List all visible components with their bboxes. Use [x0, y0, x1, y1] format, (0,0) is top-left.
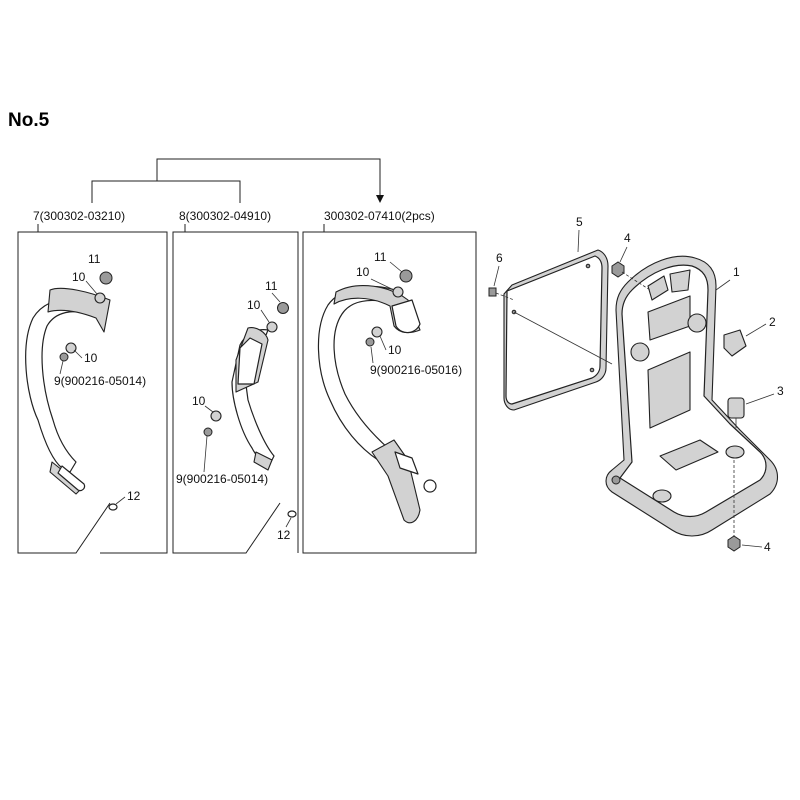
- box7-bolt-icon: [59, 352, 69, 362]
- callout-6: 6: [496, 251, 503, 265]
- box8-hardware: [203, 302, 297, 518]
- page-title: No.5: [8, 110, 50, 131]
- callout-10: 10: [356, 265, 370, 279]
- box-pair-callouts: 11 10 10 9(900216-05016): [356, 250, 462, 377]
- callout-10: 10: [84, 351, 98, 365]
- box-pair-cap-nut-icon: [399, 269, 413, 283]
- callout-10: 10: [247, 298, 261, 312]
- callout-12: 12: [127, 489, 141, 503]
- callout-11: 11: [374, 250, 387, 264]
- callout-11: 11: [88, 252, 101, 266]
- box7-callouts: 11 10 10 9(900216-05014) 12: [54, 252, 146, 505]
- frame-callouts: 1 2 3 4 4 5 6: [493, 215, 784, 554]
- callout-10: 10: [192, 394, 206, 408]
- box-pair-bolt-icon: [365, 337, 375, 347]
- back-pad: [503, 249, 613, 411]
- box-pair-ring-icon: [423, 479, 437, 493]
- box8-ring-icon: [287, 510, 297, 518]
- callout-9: 9(900216-05014): [176, 472, 268, 486]
- box8-frame: [172, 224, 299, 554]
- callout-9: 9(900216-05014): [54, 374, 146, 388]
- frame-upper-nut-icon: [611, 261, 625, 278]
- box7-cap-nut-icon: [99, 271, 113, 285]
- box-connector-bracket: [91, 158, 384, 203]
- frame-hardware: [488, 261, 747, 552]
- callout-1: 1: [733, 265, 740, 279]
- back-frame: [605, 255, 779, 537]
- callout-2: 2: [769, 315, 776, 329]
- box8-cap-nut-icon: [277, 302, 289, 314]
- callout-11: 11: [265, 279, 278, 293]
- box-pair-label: 300302-07410(2pcs): [324, 209, 435, 223]
- box8-washer-icon: [266, 321, 278, 333]
- arrow-head-icon: [376, 195, 384, 203]
- box-pair-shoulder-strap: [317, 285, 437, 524]
- box-pair-washer-icon: [392, 286, 404, 298]
- callout-12: 12: [277, 528, 291, 542]
- frame-lower-nut-icon: [727, 535, 741, 552]
- callout-5: 5: [576, 215, 583, 229]
- box7-hardware: [59, 271, 118, 511]
- box7-washer-icon: [94, 292, 106, 304]
- box8-bolt-icon: [203, 427, 213, 437]
- box8-shoulder-strap: [231, 327, 275, 471]
- frame-bolt-icon: [727, 397, 745, 419]
- callout-4: 4: [764, 540, 771, 554]
- box8-washer-lower-icon: [210, 410, 222, 422]
- callout-10: 10: [388, 343, 402, 357]
- box-pair-washer-lower-icon: [371, 326, 383, 338]
- box7-washer-lower-icon: [65, 342, 77, 354]
- callout-10: 10: [72, 270, 86, 284]
- box-pair-hardware: [365, 269, 413, 347]
- box7-ring-icon: [108, 503, 118, 511]
- callout-4: 4: [624, 231, 631, 245]
- box7-label: 7(300302-03210): [33, 209, 125, 223]
- box8-label: 8(300302-04910): [179, 209, 271, 223]
- frame-grommet-icon: [723, 329, 747, 357]
- screw-icon: [488, 287, 497, 297]
- box7-shoulder-strap: [25, 287, 111, 495]
- box8-callouts: 11 10 10 9(900216-05014) 12: [176, 279, 292, 542]
- callout-9: 9(900216-05016): [370, 363, 462, 377]
- callout-3: 3: [777, 384, 784, 398]
- box-pair-frame: [302, 224, 477, 554]
- box7-frame: [17, 224, 168, 554]
